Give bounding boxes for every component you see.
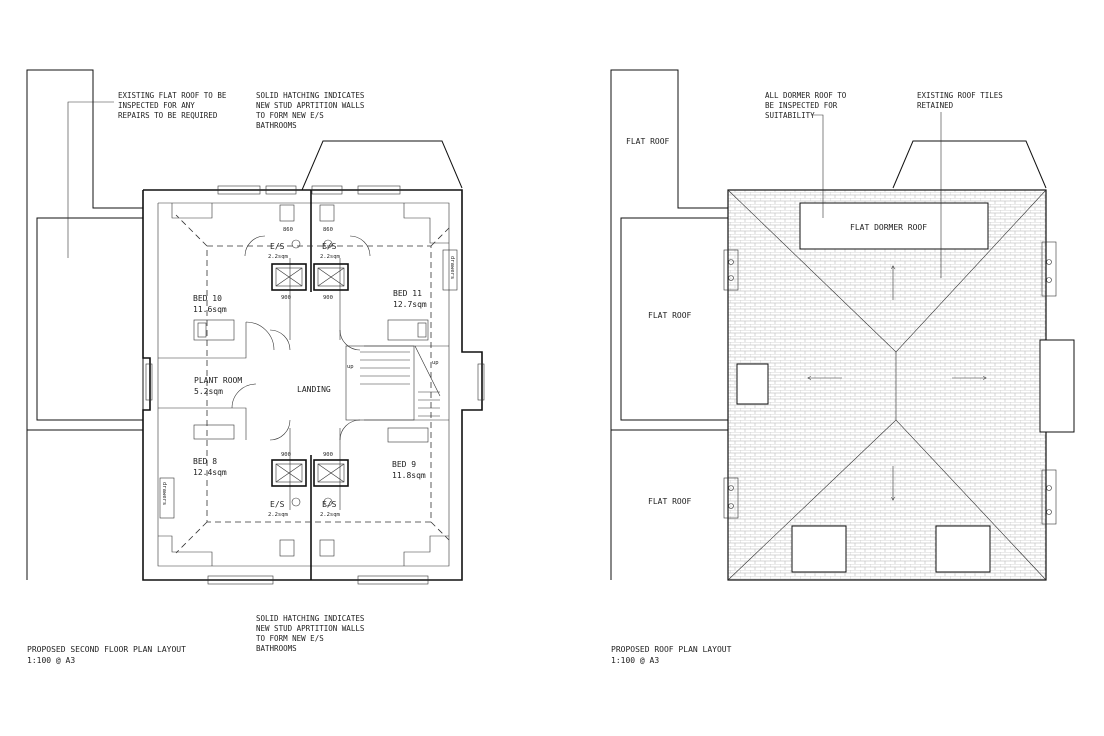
dim-6: 860	[323, 227, 333, 233]
bed-11-area: 12.7sqm	[393, 300, 427, 309]
flat-roof-label-3: FLAT ROOF	[648, 497, 692, 506]
ceiling-dashed-lines	[175, 214, 450, 554]
roof-plan-scale: 1:100 @ A3	[611, 656, 659, 665]
ensuite-br-label: E/S	[322, 500, 337, 509]
ensuite-br-area: 2.2sqm	[320, 512, 341, 518]
ensuite-tr-area: 2.2sqm	[320, 254, 341, 260]
hatching-bottom-note-1: SOLID HATCHING INDICATES	[256, 614, 365, 623]
hatching-bottom-note-4: BATHROOMS	[256, 644, 297, 653]
bed-8-area: 12.4sqm	[193, 468, 227, 477]
bed-10-label: BED 10	[193, 294, 222, 303]
dim-4: 900	[323, 452, 333, 458]
stair-up-label-2: up	[432, 360, 439, 366]
hatching-top-note-3: TO FORM NEW E/S	[256, 111, 324, 120]
flat-roof-note-1: EXISTING FLAT ROOF TO BE	[118, 91, 227, 100]
roof-notes: ALL DORMER ROOF TO BE INSPECTED FOR SUIT…	[765, 91, 1003, 278]
drawers-label-right: drawers	[449, 256, 455, 279]
hatching-top-note-4: BATHROOMS	[256, 121, 297, 130]
dim-5: 860	[283, 227, 293, 233]
ensuite-fixtures	[271, 204, 349, 557]
flat-roof-label-2: FLAT ROOF	[648, 311, 692, 320]
door-swings	[231, 235, 371, 441]
flat-roof-note-3: REPAIRS TO BE REQUIRED	[118, 111, 218, 120]
adjacent-building-outline	[26, 69, 463, 580]
room-labels: BED 10 11.6sqm BED 11 12.7sqm BED 8 12.4…	[161, 227, 455, 518]
plant-room-area: 5.2sqm	[194, 387, 223, 396]
bed-furniture	[159, 249, 458, 519]
plant-room-label: PLANT ROOM	[194, 376, 242, 385]
ensuite-tl-label: E/S	[270, 242, 285, 251]
ensuite-bl-label: E/S	[270, 500, 285, 509]
roof-plan: ALL DORMER ROOF TO BE INSPECTED FOR SUIT…	[610, 69, 1075, 665]
bed-10-area: 11.6sqm	[193, 305, 227, 314]
flat-roof-label-1: FLAT ROOF	[626, 137, 670, 146]
roof-labels: FLAT ROOF FLAT ROOF FLAT ROOF FLAT DORME…	[626, 137, 927, 506]
outer-walls	[142, 185, 485, 585]
flat-dormer-roof-label: FLAT DORMER ROOF	[850, 223, 927, 232]
landing-label: LANDING	[297, 385, 331, 394]
bed-11-label: BED 11	[393, 289, 422, 298]
tiles-note-2: RETAINED	[917, 101, 954, 110]
bed-9-label: BED 9	[392, 460, 416, 469]
tiles-note-1: EXISTING ROOF TILES	[917, 91, 1003, 100]
ensuite-tr-label: E/S	[322, 242, 337, 251]
dormer-note-1: ALL DORMER ROOF TO	[765, 91, 847, 100]
hatching-bottom-note-2: NEW STUD APRTITION WALLS	[256, 624, 365, 633]
hatching-top-note-2: NEW STUD APRTITION WALLS	[256, 101, 365, 110]
dormer-note-3: SUITABILITY	[765, 111, 815, 120]
roof-fall-arrows	[808, 266, 986, 500]
flat-roof-note-2: INSPECTED FOR ANY	[118, 101, 195, 110]
roof-plan-title: PROPOSED ROOF PLAN LAYOUT	[611, 645, 732, 654]
ensuite-bl-area: 2.2sqm	[268, 512, 289, 518]
hatching-bottom-note-3: TO FORM NEW E/S	[256, 634, 324, 643]
chimneys	[723, 241, 1057, 525]
dormer-note-2: BE INSPECTED FOR	[765, 101, 838, 110]
dormers	[736, 202, 1075, 573]
staircase	[360, 345, 441, 417]
roof-plan-caption: PROPOSED ROOF PLAN LAYOUT 1:100 @ A3	[611, 645, 732, 665]
hatching-top-note-1: SOLID HATCHING INDICATES	[256, 91, 365, 100]
main-pitched-roof	[727, 189, 1047, 581]
interior-partitions	[158, 190, 449, 580]
roof-outlines	[610, 69, 1047, 580]
dim-2: 900	[323, 295, 333, 301]
second-floor-plan: EXISTING FLAT ROOF TO BE INSPECTED FOR A…	[26, 69, 485, 665]
drawers-label-left: drawers	[161, 482, 167, 505]
stair-up-label-1: up	[347, 364, 354, 370]
dim-1: 900	[281, 295, 291, 301]
ensuite-tl-area: 2.2sqm	[268, 254, 289, 260]
floor-plan-scale: 1:100 @ A3	[27, 656, 75, 665]
floor-plan-title: PROPOSED SECOND FLOOR PLAN LAYOUT	[27, 645, 186, 654]
bed-8-label: BED 8	[193, 457, 217, 466]
bed-9-area: 11.8sqm	[392, 471, 426, 480]
floor-plan-caption: PROPOSED SECOND FLOOR PLAN LAYOUT 1:100 …	[27, 645, 186, 665]
dim-3: 900	[281, 452, 291, 458]
floor-plan-notes: EXISTING FLAT ROOF TO BE INSPECTED FOR A…	[67, 91, 365, 653]
